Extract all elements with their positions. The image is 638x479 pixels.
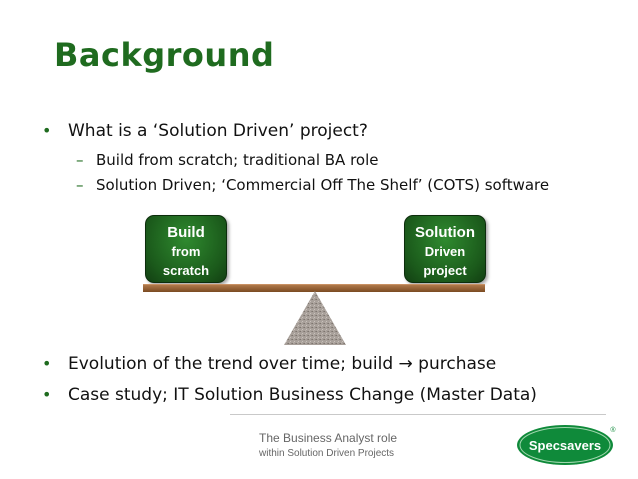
bullet-text: Case study; IT Solution Business Change …: [68, 385, 537, 405]
footer-caption: The Business Analyst role within Solutio…: [259, 430, 397, 462]
bullet-text: What is a ‘Solution Driven’ project?: [68, 121, 368, 141]
sub-bullet-marker: –: [76, 151, 84, 169]
box-label-line3: scratch: [162, 263, 210, 278]
balance-plank: [143, 284, 485, 292]
bullet-marker: •: [42, 121, 52, 140]
build-from-scratch-box: Build from scratch: [145, 215, 227, 283]
box-label-line1: Build: [167, 224, 205, 241]
footer-line2: within Solution Driven Projects: [259, 448, 395, 459]
box-label-line2: Driven: [424, 244, 466, 259]
sub-bullet-text: Build from scratch; traditional BA role: [96, 151, 379, 169]
bullet-marker: •: [42, 354, 52, 373]
footer-line1: The Business Analyst role: [259, 431, 398, 445]
box-label-line1: Solution: [415, 224, 475, 241]
fulcrum-triangle-icon: [284, 291, 346, 345]
sub-bullet-text: Solution Driven; ‘Commercial Off The She…: [96, 176, 550, 194]
box-label-line2: from: [171, 244, 201, 259]
box-label-line3: project: [423, 263, 467, 278]
slide-title: Background: [54, 36, 275, 74]
logo-registered-mark: ®: [610, 426, 616, 434]
solution-driven-project-box: Solution Driven project: [404, 215, 486, 283]
bullet-marker: •: [42, 385, 52, 404]
footer-divider: [230, 414, 606, 415]
logo-wordmark: Specsavers: [529, 438, 601, 453]
sub-bullet-marker: –: [76, 176, 84, 194]
specsavers-logo: Specsavers ®: [517, 425, 616, 465]
bullet-text: Evolution of the trend over time; build …: [68, 354, 497, 374]
